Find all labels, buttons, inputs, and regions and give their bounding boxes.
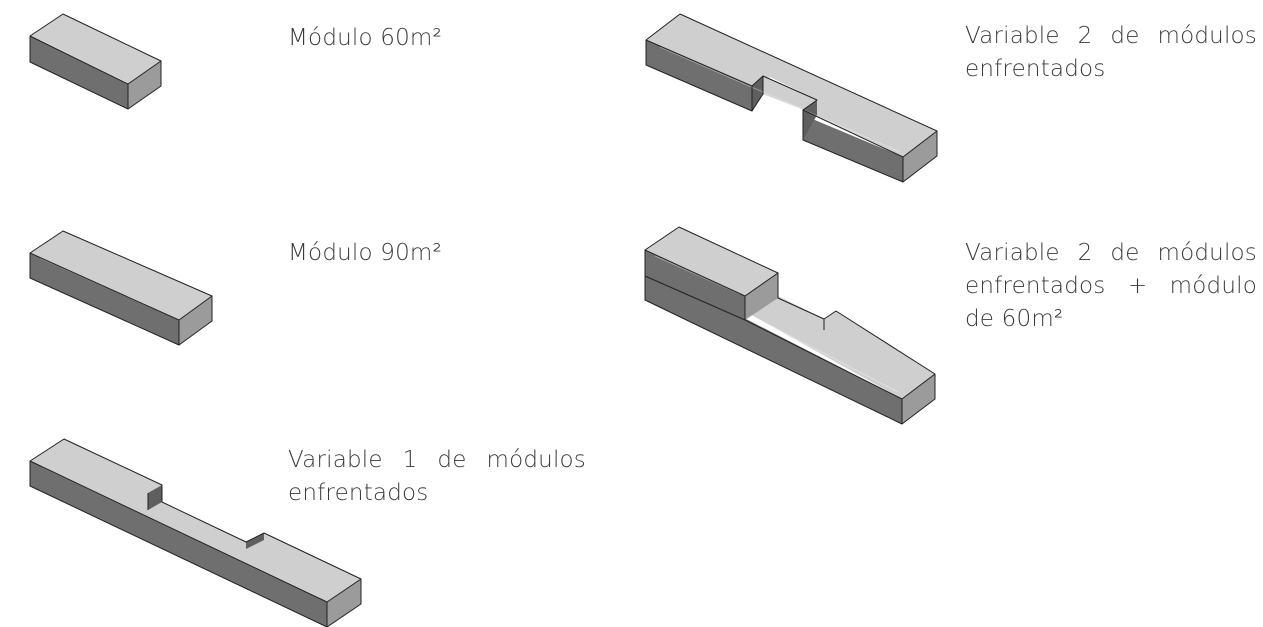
caption-module-60-text: Módulo 60m² xyxy=(288,25,442,51)
caption-variable-1-line1: Variable 1 de módulos xyxy=(288,447,586,473)
caption-variable-1: Variable 1 de módulos enfrentados xyxy=(288,444,586,510)
caption-module-60: Módulo 60m² xyxy=(288,22,588,55)
caption-variable-2b-line2: enfrentados + módulo xyxy=(965,273,1257,299)
caption-variable-2b-line3: de 60m² xyxy=(965,306,1064,332)
caption-variable-2b: Variable 2 de módulos enfrentados + módu… xyxy=(965,237,1257,336)
caption-variable-2b-line1: Variable 2 de módulos xyxy=(965,240,1257,266)
caption-variable-2-line2: enfrentados xyxy=(965,56,1106,82)
caption-variable-2-line1: Variable 2 de módulos xyxy=(965,23,1257,49)
caption-variable-1-line2: enfrentados xyxy=(288,480,429,506)
caption-module-90-text: Módulo 90m² xyxy=(288,240,442,266)
caption-module-90: Módulo 90m² xyxy=(288,237,588,270)
caption-variable-2: Variable 2 de módulos enfrentados xyxy=(965,20,1257,86)
